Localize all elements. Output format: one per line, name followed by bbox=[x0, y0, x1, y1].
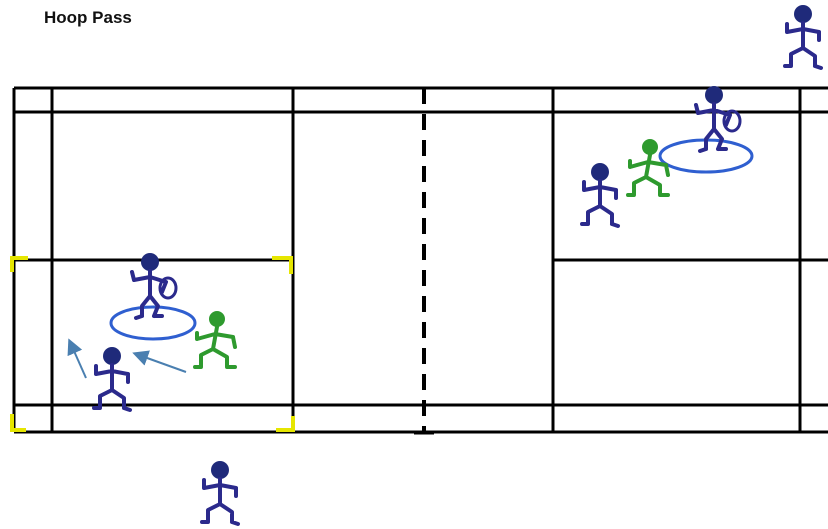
stick-figure-icon bbox=[580, 161, 620, 228]
stick-figure-icon bbox=[200, 459, 240, 526]
movement-arrow-icon bbox=[132, 350, 187, 373]
hoop-icon bbox=[109, 305, 197, 341]
stick-figure-icon bbox=[783, 3, 823, 70]
corner-markers bbox=[10, 256, 295, 432]
movement-arrow-icon bbox=[67, 338, 87, 379]
stick-figure-icon bbox=[626, 137, 670, 197]
diagram-title: Hoop Pass bbox=[44, 8, 132, 27]
stick-figure-icon bbox=[92, 345, 132, 412]
stick-figure-icon bbox=[193, 309, 237, 369]
